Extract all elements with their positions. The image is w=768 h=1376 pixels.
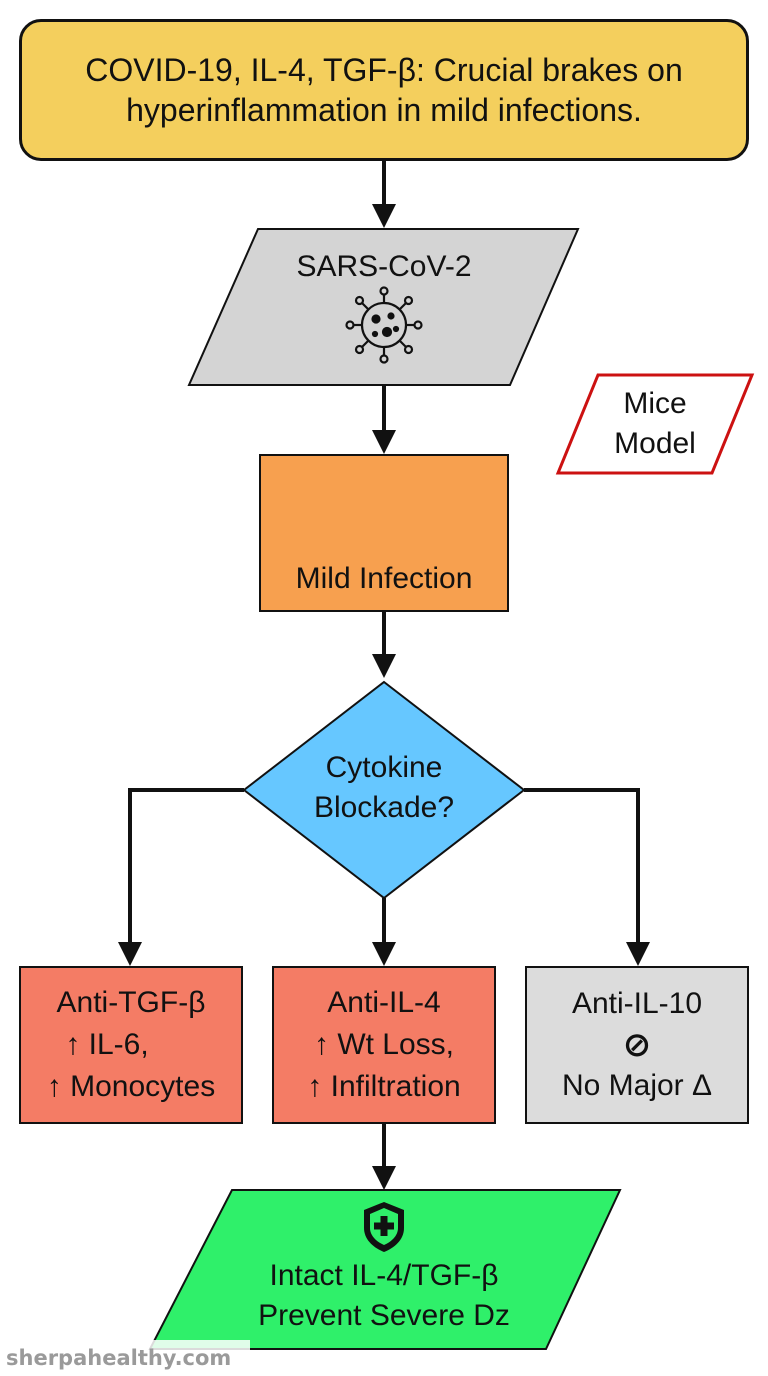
branch-anti-tgf-line2: ↑ Monocytes [46, 1070, 216, 1103]
model-note-node [555, 373, 755, 475]
summary-title-line2: hyperinflammation in mild infections. [126, 92, 642, 128]
outcome-line1: Intact IL-4/TGF-β [269, 1259, 499, 1292]
model-note-line1: Mice [623, 387, 687, 420]
arrow-decision-to-left [128, 788, 244, 945]
decision-label: Cytokine Blockade? [284, 748, 484, 828]
branch-anti-il10-line2: No Major Δ [561, 1069, 713, 1102]
summary-title-line1: COVID-19, IL-4, TGF-β: Crucial brakes on [85, 52, 683, 88]
summary-title-box: COVID-19, IL-4, TGF-β: Crucial brakes on… [19, 19, 749, 161]
branch-anti-il4-line1: ↑ Wt Loss, [313, 1028, 455, 1061]
outcome-line2: Prevent Severe Dz [258, 1299, 510, 1332]
branch-anti-tgf-line1: ↑ IL-6, [65, 1028, 149, 1061]
outcome-label: Intact IL-4/TGF-β Prevent Severe Dz [184, 1256, 584, 1336]
model-note-label: Mice Model [580, 384, 730, 464]
virus-node [187, 228, 580, 386]
virus-icon [345, 286, 423, 364]
decision-node [242, 680, 526, 900]
decision-line1: Cytokine [325, 751, 443, 784]
branch-anti-tgf: Anti-TGF-β ↑ IL-6, ↑ Monocytes [19, 966, 243, 1124]
arrow-decision-to-right [524, 788, 640, 945]
branch-anti-tgf-title: Anti-TGF-β [56, 986, 206, 1019]
model-note-line2: Model [614, 427, 696, 460]
outcome-node [148, 1189, 622, 1350]
branch-anti-il10-title: Anti-IL-10 [571, 987, 703, 1020]
infection-node: Mild Infection [259, 454, 509, 612]
branch-anti-il10: Anti-IL-10 ⊘ No Major Δ [525, 966, 749, 1124]
watermark: sherpahealthy.com [0, 1340, 250, 1376]
connectors [128, 161, 640, 1168]
decision-line2: Blockade? [313, 791, 455, 824]
branch-anti-il4-title: Anti-IL-4 [327, 986, 441, 1019]
branch-anti-il4: Anti-IL-4 ↑ Wt Loss, ↑ Infiltration [272, 966, 496, 1124]
virus-label: SARS-CoV-2 [296, 250, 472, 283]
no-symbol-icon: ⊘ [622, 1025, 652, 1065]
arrowheads [118, 204, 650, 1190]
shield-plus-icon [364, 1202, 404, 1252]
branch-anti-il4-line2: ↑ Infiltration [307, 1070, 461, 1103]
infection-label: Mild Infection [295, 562, 473, 595]
